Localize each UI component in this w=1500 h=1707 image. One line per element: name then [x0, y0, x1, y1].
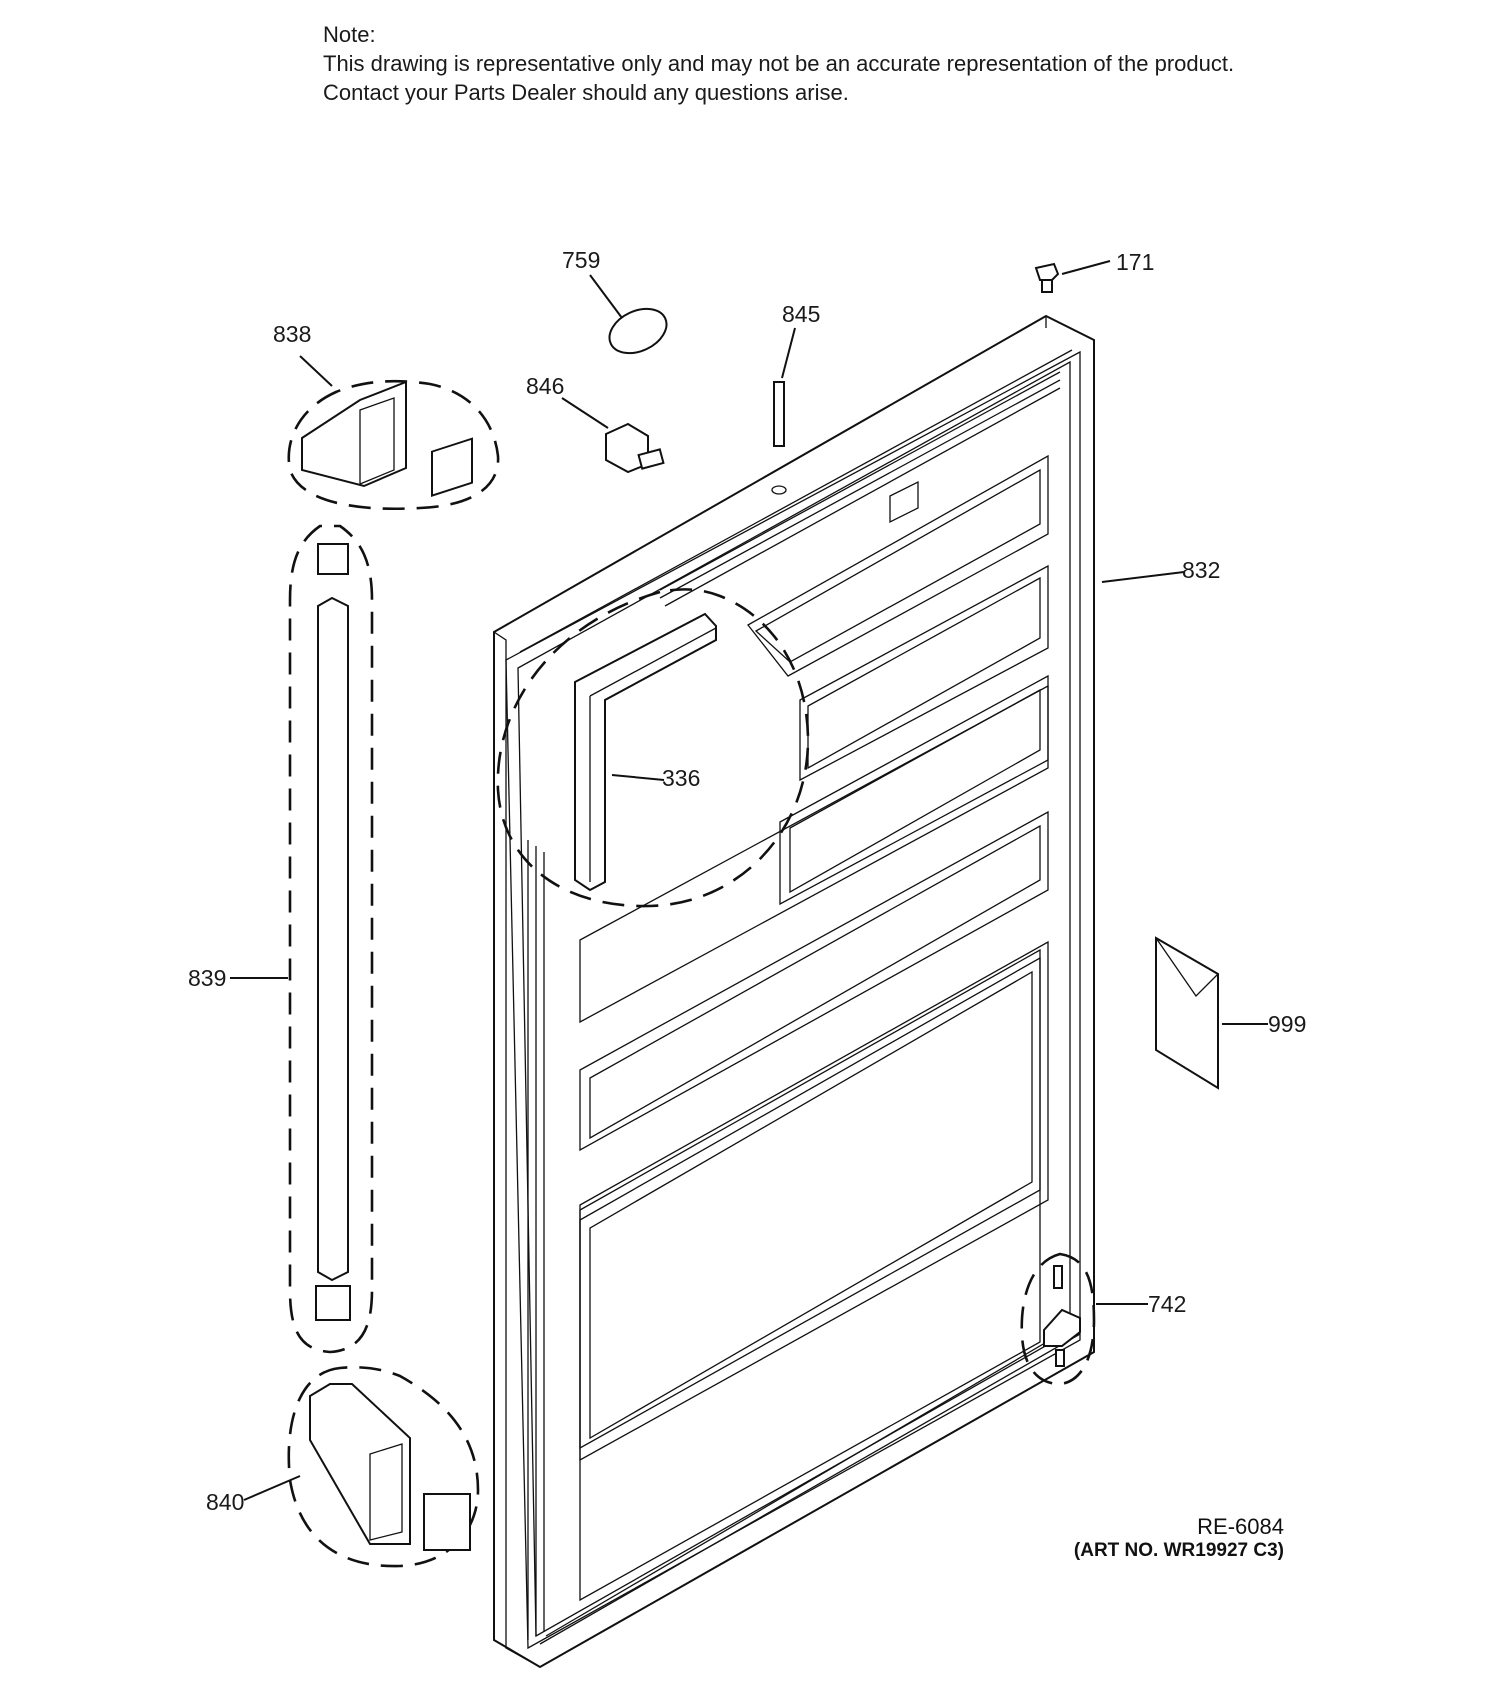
bracket-part[interactable] [605, 422, 665, 474]
note-line-2: Contact your Parts Dealer should any que… [323, 80, 849, 105]
callout-336: 336 [662, 765, 700, 791]
reference-code: RE-6084 [1197, 1514, 1284, 1539]
tube-group[interactable] [288, 524, 374, 1354]
callout-839: 839 [188, 965, 226, 991]
callout-759: 759 [562, 247, 600, 273]
callout-171: 171 [1116, 249, 1154, 275]
top-hinge-group[interactable] [287, 379, 500, 511]
reference-block: RE-6084 (ART NO. WR19927 C3) [1074, 1514, 1284, 1562]
callout-999: 999 [1268, 1011, 1306, 1037]
screw-part[interactable] [1034, 262, 1060, 293]
rod-part[interactable] [773, 381, 785, 447]
disclaimer-note: Note: This drawing is representative onl… [323, 20, 1234, 107]
callout-742: 742 [1148, 1291, 1186, 1317]
callout-846: 846 [526, 373, 564, 399]
oval-cap[interactable] [602, 300, 673, 362]
callout-838: 838 [273, 321, 311, 347]
gasket-detail[interactable] [496, 588, 810, 908]
callout-840: 840 [206, 1489, 244, 1515]
envelope-part[interactable] [1155, 936, 1219, 1090]
note-heading: Note: [323, 22, 376, 47]
art-number: (ART NO. WR19927 C3) [1073, 1540, 1284, 1561]
bottom-hinge-group[interactable] [287, 1365, 480, 1568]
door-panel[interactable] [493, 314, 1095, 1669]
note-line-1: This drawing is representative only and … [323, 51, 1235, 76]
hinge-pin-group[interactable] [1020, 1252, 1096, 1386]
callout-832: 832 [1182, 557, 1220, 583]
callout-845: 845 [782, 301, 820, 327]
